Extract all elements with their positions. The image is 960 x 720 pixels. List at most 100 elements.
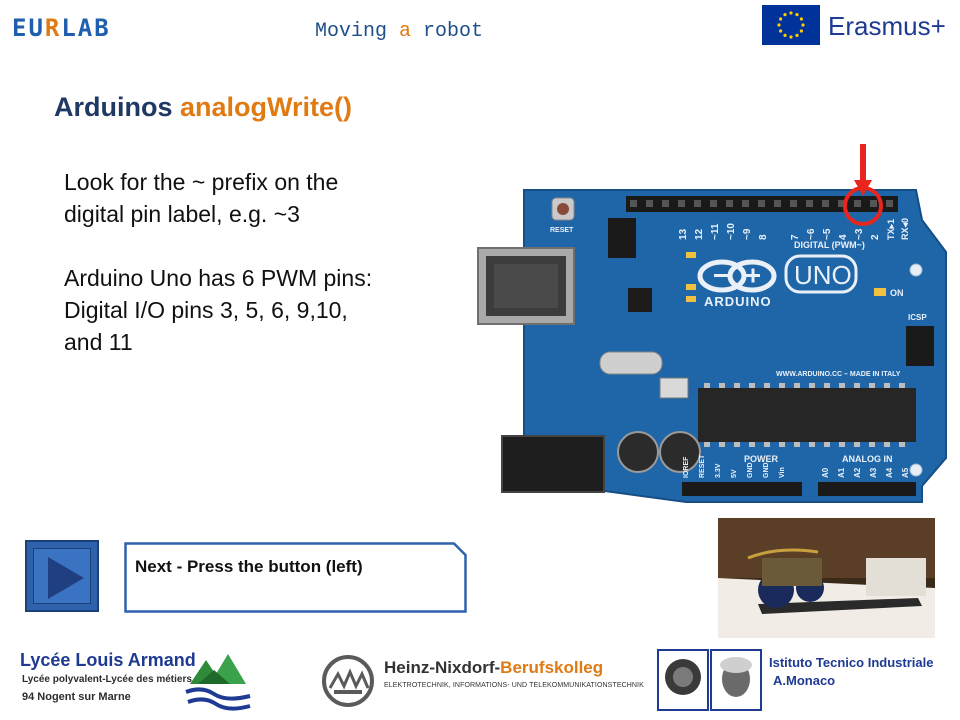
chip-leg — [869, 442, 875, 447]
chip-leg — [719, 383, 725, 388]
chip-leg — [884, 383, 890, 388]
logo-eu: EU — [12, 14, 45, 42]
hn-subtitle: ELEKTROTECHNIK, INFORMATIONS- UND TELEKO… — [384, 682, 644, 689]
analog-pin-label: A4 — [885, 467, 894, 478]
header-pin — [854, 200, 861, 207]
lycee-city: 94 Nogent sur Marne — [22, 691, 131, 703]
header-pin — [694, 200, 701, 207]
chip-leg — [779, 442, 785, 447]
pin-label: ~10 — [726, 223, 737, 240]
chip-leg — [704, 442, 710, 447]
board-website: WWW.ARDUINO.CC – MADE IN ITALY — [776, 371, 901, 378]
header-title: Moving a robot — [315, 20, 483, 43]
chip-leg — [899, 383, 905, 388]
power-pin-label: 5V — [731, 469, 738, 478]
chip-leg — [854, 383, 860, 388]
chip-leg — [869, 383, 875, 388]
board-model: UNO — [794, 260, 852, 290]
heinz-nixdorf-logo: Heinz-Nixdorf-Berufskolleg ELEKTROTECHNI… — [320, 652, 644, 710]
body-line: Arduino Uno has 6 PWM pins: — [64, 265, 373, 291]
lycee-subtitle: Lycée polyvalent-Lycée des métiers — [22, 674, 192, 685]
header-pin — [646, 200, 653, 207]
erasmus-logo: Erasmus+ — [762, 5, 958, 45]
chip-leg — [809, 383, 815, 388]
chip-leg — [764, 442, 770, 447]
pin-label: 4 — [838, 234, 849, 240]
pin-label: RX◂0 — [900, 218, 910, 240]
pin-label: TX▸1 — [886, 219, 896, 240]
play-arrow-icon[interactable] — [34, 549, 94, 607]
istituto-subtitle: A.Monaco — [773, 673, 836, 688]
power-pin-label: GND — [747, 462, 754, 478]
istituto-name: Istituto Tecnico Industriale — [769, 655, 934, 670]
header-pin — [774, 200, 781, 207]
pin-label: 12 — [694, 228, 705, 240]
chip-leg — [839, 442, 845, 447]
chip-leg — [824, 383, 830, 388]
chip-leg — [794, 383, 800, 388]
pin-label: ~5 — [822, 228, 833, 240]
body-line: Digital I/O pins 3, 5, 6, 9,10, — [64, 297, 348, 323]
header-pin — [710, 200, 717, 207]
arduino-logo-icon — [697, 259, 777, 293]
analog-pin-labels: A0 A1 A2 A3 A4 A5 — [821, 467, 910, 478]
pin-label: ~11 — [710, 223, 721, 240]
power-pin-label: GND — [763, 462, 770, 478]
board-brand: ARDUINO — [704, 294, 772, 309]
erasmus-label: Erasmus+ — [828, 11, 946, 41]
mountain-emblem-icon — [185, 654, 251, 711]
power-pin-labels: IOREF RESET 3.3V 5V GND GND Vin — [683, 454, 786, 478]
header-title-part1: Moving — [315, 20, 400, 43]
logo-r: R — [44, 14, 62, 42]
next-button-face[interactable] — [33, 548, 91, 604]
chip-leg — [779, 383, 785, 388]
digital-label: DIGITAL (PWM~) — [794, 240, 865, 250]
hn-name: Heinz-Nixdorf-Berufskolleg — [384, 658, 603, 678]
chip-leg — [764, 383, 770, 388]
header-pin — [838, 200, 845, 207]
eu-flag-icon — [762, 5, 820, 45]
callout-text: Next - Press the button (left) — [135, 557, 363, 576]
pin-label: ~3 — [854, 228, 865, 240]
slide-body: Look for the ~ prefix on the digital pin… — [64, 166, 464, 358]
lycee-louis-armand-logo: Lycée Louis Armand Lycée polyvalent-Lycé… — [12, 648, 252, 714]
next-button[interactable] — [25, 540, 99, 612]
power-pin-label: Vin — [779, 467, 786, 478]
chip-leg — [734, 442, 740, 447]
callout-box — [124, 542, 467, 613]
pin-label: ~6 — [806, 228, 817, 240]
body-line: and 11 — [64, 329, 133, 355]
header-pin — [662, 200, 669, 207]
analog-pin-label: A5 — [901, 467, 910, 478]
slide-title-part2: analogWrite() — [180, 92, 353, 122]
header-pin — [630, 200, 637, 207]
chip-leg — [734, 383, 740, 388]
icsp-label: ICSP — [908, 313, 927, 322]
slide-title: Arduinos analogWrite() — [54, 92, 352, 123]
chip-leg — [884, 442, 890, 447]
robot-photo — [718, 518, 935, 638]
pin-label: 13 — [678, 228, 689, 240]
istituto-monaco-logo: Istituto Tecnico Industriale A.Monaco — [657, 649, 957, 711]
arduino-board-image: AREF 13 12 ~11 ~10 ~9 8 7 ~6 ~5 4 ~3 2 T… — [477, 144, 947, 503]
chip-leg — [749, 383, 755, 388]
digital-pin-labels: AREF 13 12 ~11 ~10 ~9 8 7 ~6 ~5 4 ~3 2 T… — [628, 217, 910, 242]
header-title-part3: robot — [411, 20, 484, 43]
power-pin-label: RESET — [699, 454, 706, 478]
on-label: ON — [890, 288, 904, 298]
slide-title-part1: Arduinos — [54, 92, 180, 122]
hn-name-part1: Heinz-Nixdorf- — [384, 658, 501, 677]
header-pin — [726, 200, 733, 207]
analog-pin-label: A0 — [821, 467, 830, 478]
analog-pin-label: A3 — [869, 467, 878, 478]
header-pin — [886, 200, 893, 207]
reset-label: RESET — [550, 227, 574, 234]
header-title-part2: a — [399, 20, 412, 43]
chip-leg — [854, 442, 860, 447]
pin-label: 2 — [870, 234, 881, 240]
chip-leg — [704, 383, 710, 388]
power-label: POWER — [744, 454, 779, 464]
chip-leg — [719, 442, 725, 447]
chip-leg — [824, 442, 830, 447]
body-line: digital pin label, e.g. ~3 — [64, 201, 300, 227]
